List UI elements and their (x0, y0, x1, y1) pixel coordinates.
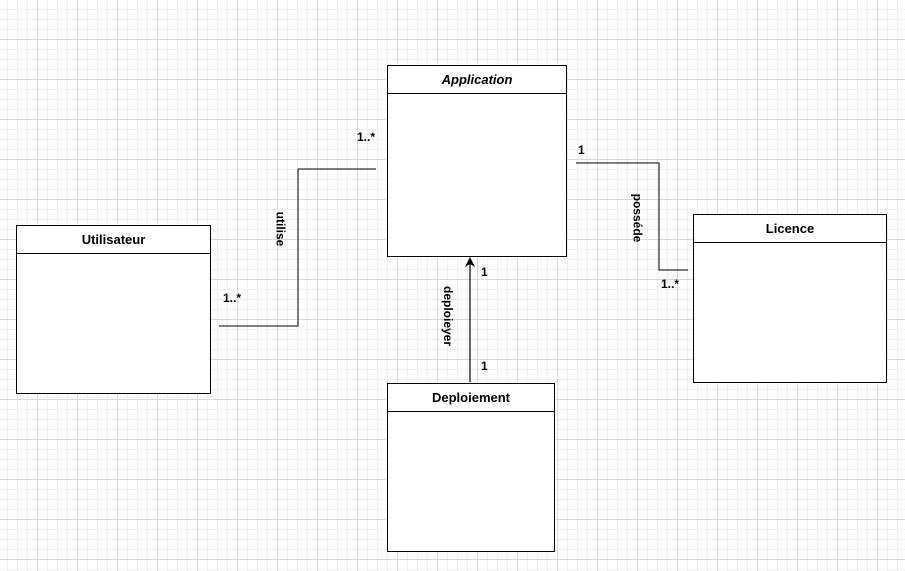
class-utilisateur-title: Utilisateur (17, 226, 210, 254)
possede-mult-licence: 1..* (661, 277, 680, 291)
utilise-connector[interactable] (219, 168, 376, 327)
class-utilisateur[interactable]: Utilisateur (16, 225, 211, 394)
deploieyer-mult-deploiement: 1 (481, 359, 488, 373)
deploieyer-mult-application: 1 (481, 265, 488, 279)
deploieyer-label: deploieyer (441, 285, 456, 347)
possede-label: posséde (630, 193, 645, 243)
class-licence-title: Licence (694, 215, 886, 243)
possede-connector[interactable] (576, 162, 688, 271)
utilise-label: utilise (273, 211, 288, 247)
class-deploiement-title: Deploiement (388, 384, 554, 412)
class-application-title: Application (388, 66, 566, 94)
class-application[interactable]: Application (387, 65, 567, 257)
class-deploiement[interactable]: Deploiement (387, 383, 555, 552)
utilise-mult-utilisateur: 1..* (223, 291, 242, 305)
possede-mult-application: 1 (578, 143, 585, 157)
class-licence[interactable]: Licence (693, 214, 887, 383)
utilise-mult-application: 1..* (357, 130, 376, 144)
